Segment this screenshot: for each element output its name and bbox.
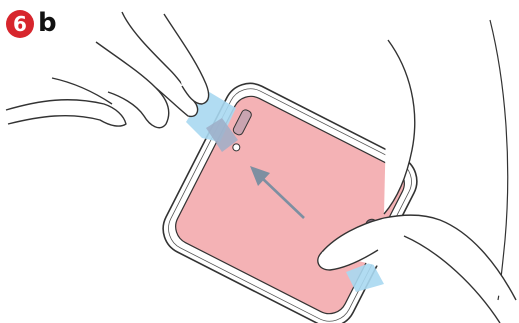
left-hand bbox=[6, 12, 209, 128]
background-curve bbox=[490, 20, 508, 300]
